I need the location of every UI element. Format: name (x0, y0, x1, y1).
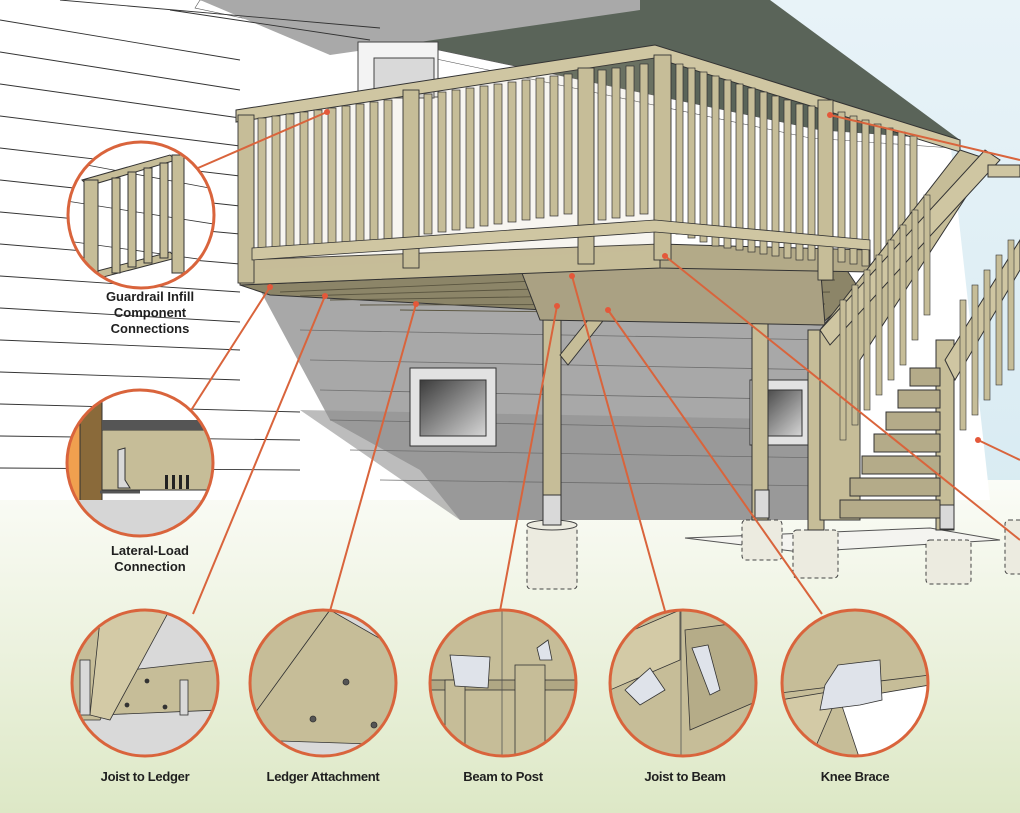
callout-ledger-attachment (248, 608, 398, 758)
label-ledger-attachment: Ledger Attachment (266, 769, 380, 784)
label-knee-brace: Knee Brace (820, 769, 890, 784)
callout-joist-to-beam (608, 608, 758, 758)
footings (526, 519, 1020, 590)
stair (819, 149, 1020, 521)
leader-lines (189, 111, 1020, 615)
label-line: Lateral-Load (110, 543, 189, 558)
label-joist-to-ledger: Joist to Ledger (100, 769, 190, 784)
callout-guardrail-infill (66, 140, 216, 290)
label-guardrail-infill: Guardrail Infill Component Connections (70, 289, 230, 337)
label-beam-to-post: Beam to Post (463, 769, 543, 784)
callout-beam-to-post (428, 608, 578, 758)
label-line: Guardrail Infill (105, 289, 195, 304)
label-joist-to-beam: Joist to Beam (644, 769, 726, 784)
label-line: Component (113, 305, 187, 320)
leader-dots (267, 109, 981, 443)
callout-knee-brace (780, 608, 930, 758)
label-lateral-load: Lateral-Load Connection (70, 543, 230, 575)
label-line: Connection (114, 559, 186, 574)
label-line: Connections (110, 321, 190, 336)
deck-guardrail (235, 44, 961, 284)
